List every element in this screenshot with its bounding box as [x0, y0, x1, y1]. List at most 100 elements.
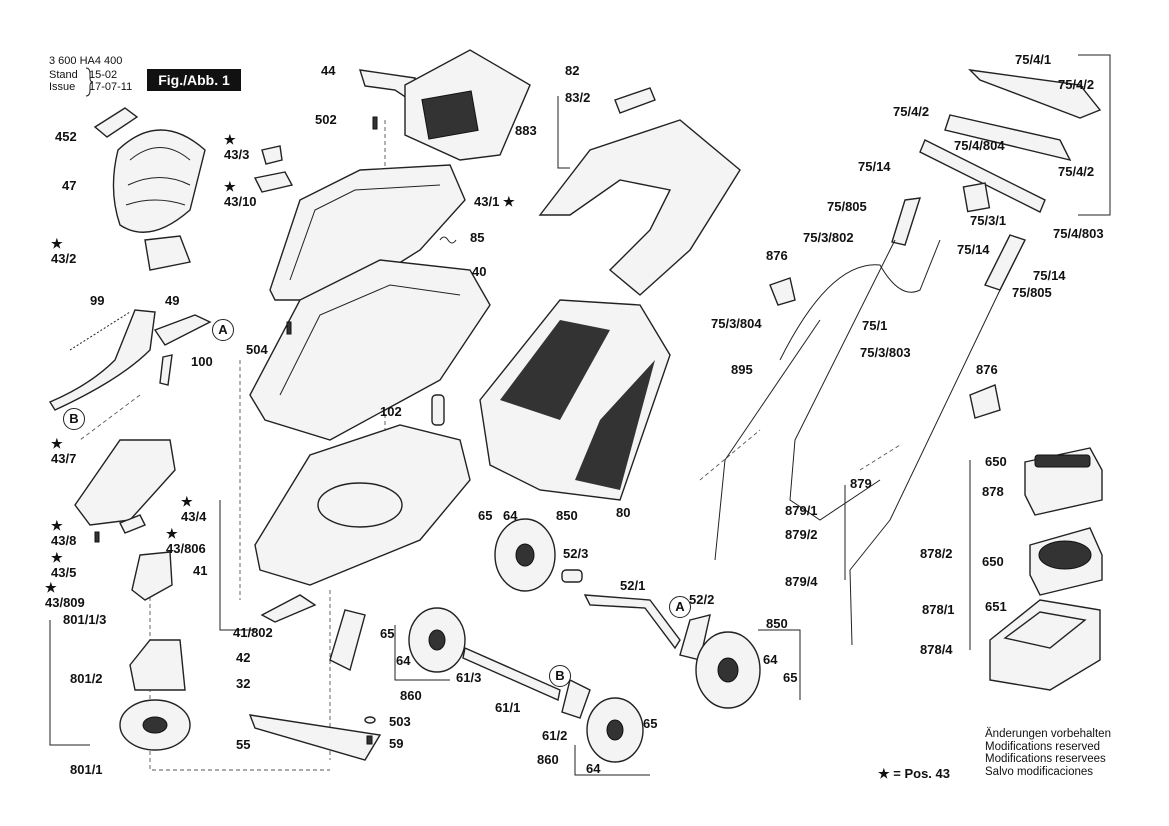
part-75-3-1-switch: [962, 182, 991, 213]
part-43-2-latch: [144, 235, 191, 271]
label-65-a: 65: [478, 508, 493, 523]
part-801-2-motor: [129, 639, 186, 691]
label-879-4: 879/4: [785, 574, 818, 589]
label-883: 883: [515, 123, 537, 138]
label-52-3: 52/3: [563, 546, 589, 561]
stand-label: Stand: [49, 69, 78, 81]
label-41: 41: [193, 563, 208, 578]
part-83-2-handle: [614, 87, 656, 114]
part-82-lid: [404, 49, 531, 161]
part-504-screw: [286, 321, 292, 335]
part-75-805-tube-right: [984, 234, 1026, 291]
star-legend: ★ = Pos. 43: [878, 766, 950, 781]
label-43-806: ★43/806: [166, 526, 206, 556]
part-52-3: [561, 569, 583, 583]
label-860-a: 860: [400, 688, 422, 703]
label-65-d: 65: [783, 670, 798, 685]
label-878: 878: [982, 484, 1004, 499]
label-876-a: 876: [766, 248, 788, 263]
star-icon: ★: [51, 550, 63, 565]
part-860-wheel-front-2: [586, 697, 644, 763]
star-icon: ★: [166, 526, 178, 541]
label-49: 49: [165, 293, 180, 308]
part-49-arm: [153, 314, 212, 346]
star-icon: ★: [502, 194, 515, 209]
label-876-b: 876: [976, 362, 998, 377]
label-52-2: 52/2: [689, 592, 715, 607]
label-75-4-1: 75/4/1: [1015, 52, 1052, 67]
star-icon: ★: [224, 179, 236, 194]
part-650-battery-a: [1024, 447, 1103, 516]
part-43-5-harness: [131, 551, 173, 601]
label-879: 879: [850, 476, 872, 491]
label-43-4: ★43/4: [181, 494, 207, 524]
part-42-flap: [329, 609, 366, 672]
part-75-4-1-bar: [968, 69, 1102, 119]
reference-a-marker: A: [212, 319, 234, 341]
document-number: 3 600 HA4 400: [49, 55, 123, 67]
label-85: 85: [470, 230, 485, 245]
label-47: 47: [62, 178, 77, 193]
label-75-3-803: 75/3/803: [860, 345, 911, 360]
label-801-1: 801/1: [70, 762, 103, 777]
issue-label: Issue: [49, 81, 76, 93]
label-75-14-b: 75/14: [957, 242, 990, 257]
note-line: Salvo modificaciones: [985, 765, 1094, 778]
stand-value: 15-02: [89, 69, 118, 81]
part-40-lower-housing: [249, 259, 491, 441]
reference-b-marker: B: [63, 408, 85, 430]
label-75-4-2-a: 75/4/2: [1058, 77, 1095, 92]
part-47-battery-cover: [112, 129, 206, 233]
label-32: 32: [236, 676, 251, 691]
part-879-handle-lower: [714, 319, 821, 561]
part-503-washer: [364, 716, 376, 724]
label-75-14-c: 75/14: [1033, 268, 1066, 283]
label-895: 895: [731, 362, 753, 377]
reference-a-marker-2: A: [669, 596, 691, 618]
star-icon: ★: [45, 580, 57, 595]
label-75-4-803: 75/4/803: [1053, 226, 1104, 241]
label-102: 102: [380, 404, 402, 419]
label-850-b: 850: [766, 616, 788, 631]
label-502: 502: [315, 112, 337, 127]
part-43-7-motor-cover: [74, 439, 176, 526]
label-43-10: ★43/10: [224, 179, 257, 209]
part-61-1-axle: [462, 647, 561, 701]
label-59: 59: [389, 736, 404, 751]
label-43-1: 43/1 ★: [474, 194, 515, 209]
part-75-4-803-bar: [919, 139, 1046, 213]
label-100: 100: [191, 354, 213, 369]
label-41-802: 41/802: [233, 625, 273, 640]
label-801-1-3: 801/1/3: [63, 612, 107, 627]
label-75-4-804: 75/4/804: [954, 138, 1005, 153]
label-75-3-804: 75/3/804: [711, 316, 762, 331]
label-61-2: 61/2: [542, 728, 568, 743]
label-75-3-802: 75/3/802: [803, 230, 854, 245]
label-65-b: 65: [380, 626, 395, 641]
label-75-4-2-b: 75/4/2: [893, 104, 930, 119]
part-801-1-motor-base: [119, 699, 191, 751]
part-850-wheel-rear-2: [695, 631, 761, 709]
star-icon: ★: [224, 132, 236, 147]
part-75-1-handle-left: [789, 239, 896, 521]
label-75-3-1: 75/3/1: [970, 213, 1007, 228]
label-43-3: ★43/3: [224, 132, 250, 162]
part-80-grass-catcher: [479, 299, 671, 501]
part-55-blade: [248, 714, 382, 761]
label-75-14-a: 75/14: [858, 159, 891, 174]
label-878-1: 878/1: [922, 602, 955, 617]
label-879-2: 879/2: [785, 527, 818, 542]
label-65-c: 65: [643, 716, 658, 731]
part-75-805-tube-left: [891, 197, 922, 246]
part-452-tag: [93, 107, 139, 138]
label-860-b: 860: [537, 752, 559, 767]
label-879-1: 879/1: [785, 503, 818, 518]
part-43-1-upper-housing: [269, 164, 466, 301]
note-line: Modifications reservees: [985, 753, 1106, 765]
part-876-knob-b: [969, 384, 1001, 419]
label-99: 99: [90, 293, 105, 308]
part-878-handle-right: [849, 289, 1001, 646]
part-41-deck: [254, 424, 471, 586]
label-878-4: 878/4: [920, 642, 953, 657]
label-452: 452: [55, 129, 77, 144]
